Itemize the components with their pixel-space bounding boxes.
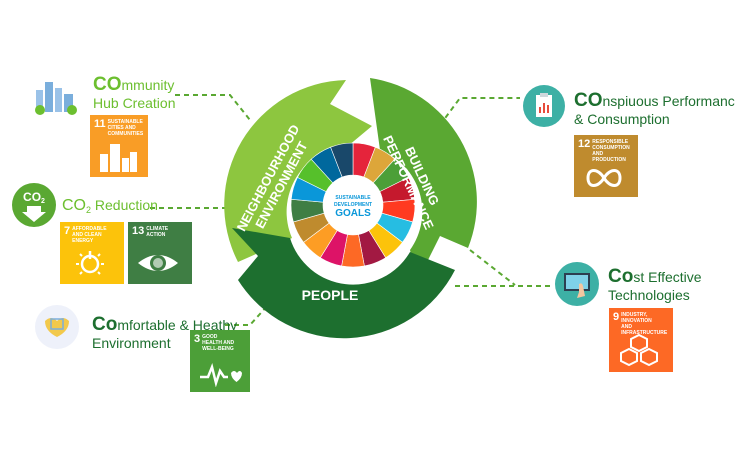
segment-building: [370, 78, 477, 280]
connector-lines: [150, 94, 550, 326]
heartbeat-icon: [200, 362, 242, 387]
comfort-icon: [35, 305, 79, 349]
label-co2: CO2 Reduction: [62, 197, 158, 215]
sdg-ring-slice: [330, 142, 354, 178]
connector-community: [175, 94, 251, 121]
logo-line2: DEVELOPMENT: [334, 202, 372, 208]
label-conspicuous: COnspiuous Performance & Consumption: [574, 90, 735, 127]
co2-arrow-icon: CO2: [12, 183, 56, 227]
touchscreen-icon: [555, 262, 599, 306]
label-community: COmmunity Hub Creation: [93, 74, 176, 111]
city-icon: [30, 70, 82, 122]
clipboard-icon: [523, 85, 565, 127]
city-buildings-icon: [100, 144, 137, 172]
segment-neighbourhood: [224, 80, 372, 262]
co2-badge-text: CO2: [23, 190, 45, 205]
cubes-icon: [620, 333, 658, 367]
segment-people: [232, 228, 455, 339]
sdg-color-ring: [290, 142, 416, 268]
label-comfortable: Comfortable & Heathy Environment: [92, 314, 238, 351]
logo-line1: SUSTAINABLE: [335, 195, 371, 201]
logo-center: [325, 177, 381, 233]
infinity-icon: [586, 169, 622, 187]
sun-power-icon: [76, 251, 104, 275]
segment-label-people: PEOPLE: [302, 287, 359, 303]
logo-line3: GOALS: [335, 208, 371, 219]
label-cost: Cost Effective Technologies: [608, 266, 702, 303]
connector-conspicuous: [439, 97, 520, 126]
eye-globe-icon: [138, 255, 178, 271]
connector-cost-diag: [469, 249, 516, 286]
